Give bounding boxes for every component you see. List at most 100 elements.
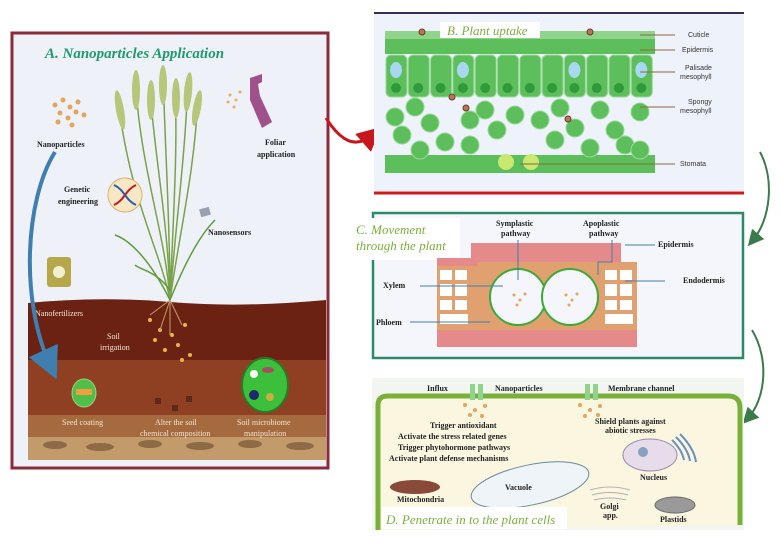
spongy-cell [545, 130, 565, 150]
label-soil-2: irrigation [100, 343, 130, 352]
leaf-cross-section [385, 28, 655, 173]
cell-nucleus [435, 83, 446, 93]
label-alter-1: Alter the soil [155, 418, 198, 427]
green-arrow-c-to-d-icon [742, 329, 765, 424]
spongy-cell [392, 125, 412, 145]
label-membrane-channel: Membrane channel [608, 384, 675, 393]
label-spongy-2: mesophyll [680, 108, 712, 115]
vacuole-icon [470, 461, 590, 509]
spongy-cell [580, 138, 600, 158]
spongy-cell [460, 135, 480, 155]
spongy-cell [630, 140, 650, 160]
label-vacuole: Vacuole [505, 483, 532, 492]
panel-c-title-2: through the plant [356, 238, 446, 253]
spray-bottle-icon [226, 74, 272, 128]
spongy-cell [590, 100, 610, 120]
soil-particles [155, 396, 192, 411]
spongy-cell [530, 110, 550, 130]
plastid-icon [654, 496, 696, 514]
label-xylem: Xylem [383, 281, 406, 290]
mitochondria-icon [390, 480, 440, 494]
nanosensor-icon [199, 206, 211, 218]
dna-icon [107, 177, 143, 213]
spongy-cell [420, 113, 440, 133]
label-nanoparticles-d: Nanoparticles [495, 384, 543, 393]
label-foliar-1: Foliar [265, 138, 286, 147]
panel-d-title: D. Penetrate in to the plant cells [385, 512, 555, 527]
label-shield-2: abiotic stresses [605, 426, 656, 435]
wheat-plant-icon [114, 65, 216, 301]
spongy-cell [550, 98, 570, 118]
label-seed-coating: Seed coating [62, 418, 103, 427]
label-shield-1: Shield plants against [595, 417, 666, 426]
nucleus-icon [622, 433, 697, 472]
label-symplastic-1: Symplastic [496, 219, 534, 228]
cell-nucleus [457, 83, 468, 93]
panel-a: A. Nanoparticles Application Nanoparticl… [10, 31, 330, 470]
cell-nucleus [636, 83, 647, 93]
spongy-cell [475, 100, 495, 120]
cell-nucleus [591, 83, 602, 93]
label-soil-1: Soil [107, 332, 121, 341]
spongy-cell [505, 105, 525, 125]
label-palisade-1: Palisade [685, 65, 712, 72]
label-alter-2: chemical composition [140, 429, 210, 438]
label-plastids: Plastids [660, 515, 687, 524]
blue-arrow-icon [27, 150, 58, 380]
golgi-icon [589, 486, 631, 501]
cell-nucleus [391, 83, 401, 93]
label-phloem: Phloem [376, 318, 402, 327]
soil-microbe-icon [241, 357, 289, 413]
spongy-cell [435, 132, 455, 152]
panel-b-title: B. Plant uptake [447, 23, 528, 38]
spongy-cell [565, 118, 585, 138]
label-stomata: Stomata [680, 161, 706, 168]
label-nucleus: Nucleus [640, 473, 667, 482]
label-influx: Influx [427, 384, 448, 393]
label-symplastic-2: pathway [501, 229, 530, 238]
vacuole [456, 62, 469, 78]
nanoparticles-cluster-icon [52, 97, 87, 128]
panel-c: C. Movement through the plant Symplastic… [350, 211, 745, 360]
label-microbiome-1: Soil microbiome [237, 418, 291, 427]
label-apoplastic-1: Apoplastic [583, 219, 620, 228]
label-nanoparticles: Nanoparticles [37, 140, 85, 149]
label-nanosensors: Nanosensors [208, 228, 251, 237]
label-golgi-1: Golgi [600, 502, 619, 511]
label-nanofertilizers: Nanofertilizers [35, 309, 83, 318]
cell-nucleus [502, 83, 513, 93]
label-mitochondria: Mitochondria [397, 495, 444, 504]
cell-nucleus [413, 83, 424, 93]
vacuole [390, 62, 402, 78]
label-apoplastic-2: pathway [589, 229, 618, 238]
fertilizer-bag-icon [47, 257, 71, 287]
spongy-cell [605, 120, 625, 140]
effect-item: Trigger antioxidant [430, 421, 497, 430]
spongy-cell [630, 102, 650, 122]
membrane-channel-icon [470, 384, 598, 400]
label-genetic-1: Genetic [64, 185, 91, 194]
panel-b: B. Plant uptake Cuticle Epidermis Palisa… [374, 12, 744, 195]
spongy-cell [405, 97, 425, 117]
label-spongy-1: Spongy [688, 99, 712, 106]
label-microbiome-2: manipulation [244, 429, 286, 438]
spongy-cell [410, 140, 430, 160]
coated-seed-icon [71, 378, 97, 408]
cell-nucleus [614, 83, 624, 93]
effect-item: Activate plant defense mechanisms [389, 454, 508, 463]
vacuole [635, 62, 648, 78]
red-arrow-icon [324, 117, 382, 152]
green-arrow-b-to-c-icon [747, 151, 770, 247]
vacuole [568, 62, 581, 78]
effect-item: Activate the stress related genes [398, 432, 507, 441]
root-cross-section [437, 243, 637, 347]
cell-nucleus [480, 83, 491, 93]
label-epidermis-c: Epidermis [658, 240, 694, 249]
panel-a-title: A. Nanoparticles Application [44, 46, 224, 62]
label-palisade-2: mesophyll [680, 74, 712, 81]
panel-c-title-1: C. Movement [356, 222, 426, 237]
cell-nucleus [569, 83, 580, 93]
label-epidermis-b: Epidermis [682, 47, 714, 54]
label-genetic-2: engineering [58, 197, 98, 206]
